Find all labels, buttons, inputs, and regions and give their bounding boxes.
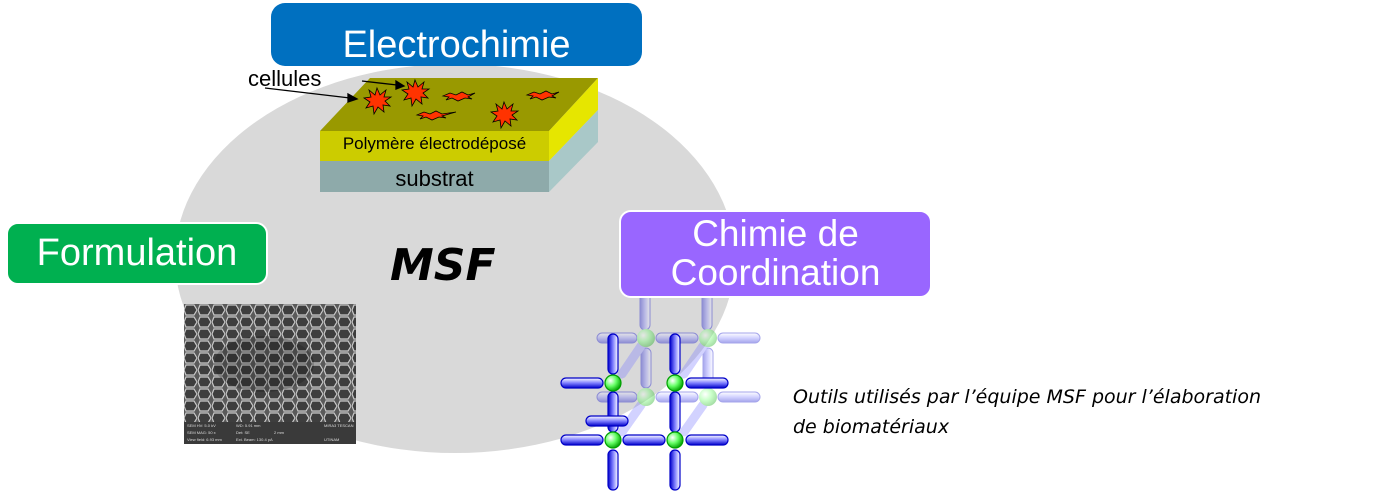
metal-node	[604, 431, 622, 449]
coordination-label-line1: Chimie de	[692, 213, 859, 255]
sem-info: 2 mm	[274, 430, 284, 435]
substrate-side-face	[549, 110, 598, 192]
lattice-back-layer	[596, 291, 761, 437]
sem-info: MIRA3 TESCAN	[324, 423, 354, 428]
cell-flat	[525, 90, 560, 101]
sem-foam-image: SEM HV: 5.0 kV WD: 5.91 mm MIRA3 TESCAN …	[184, 304, 356, 444]
cells	[362, 78, 560, 130]
cell-flat	[415, 110, 457, 121]
substrate-front-face	[320, 161, 549, 192]
cell-flat	[441, 91, 476, 102]
cell-star	[489, 100, 520, 130]
lattice-front-layer	[560, 333, 729, 491]
sem-info: View field: 6.93 mm	[187, 437, 222, 442]
metal-node	[666, 431, 684, 449]
formulation-label-box: Formulation	[6, 222, 268, 285]
sem-info: Ext. Beam: 130.4 pA	[236, 437, 273, 442]
sem-info-bar: SEM HV: 5.0 kV WD: 5.91 mm MIRA3 TESCAN …	[184, 422, 356, 444]
coordination-label-line2: Coordination	[670, 252, 881, 293]
caption-line1: Outils utilisés par l’équipe MSF pour l’…	[793, 386, 1261, 408]
metal-node	[666, 374, 684, 392]
sem-info: SEM HV: 5.0 kV	[187, 423, 216, 428]
electrochimie-label: Electrochimie	[342, 23, 571, 66]
cell-arrows	[264, 79, 406, 103]
center-label: MSF	[390, 240, 496, 291]
cells-label: cellules	[248, 66, 322, 91]
polymer-front-face	[320, 131, 549, 161]
cell-star	[400, 78, 431, 108]
polymer-top-face	[320, 78, 598, 131]
sem-info: SEM MAG: 50 x	[187, 430, 216, 435]
sem-info: UTINAM	[324, 437, 340, 442]
formulation-label: Formulation	[36, 231, 238, 274]
substrate-label: substrat	[395, 166, 474, 191]
polymer-side-face	[549, 78, 598, 161]
sem-info: Det: SE	[236, 430, 250, 435]
electrochimie-label-box: Electrochimie	[271, 3, 642, 66]
caption-line2: de biomatériaux	[793, 416, 950, 438]
sem-info: WD: 5.91 mm	[236, 423, 261, 428]
metal-node	[604, 374, 622, 392]
foam-texture	[184, 304, 356, 422]
polymer-label: Polymère électrodéposé	[342, 134, 527, 153]
cell-star	[362, 86, 393, 116]
figure-caption: Outils utilisés par l’équipe MSF pour l’…	[793, 382, 1261, 442]
coordination-label-box: Chimie de Coordination	[619, 210, 932, 298]
